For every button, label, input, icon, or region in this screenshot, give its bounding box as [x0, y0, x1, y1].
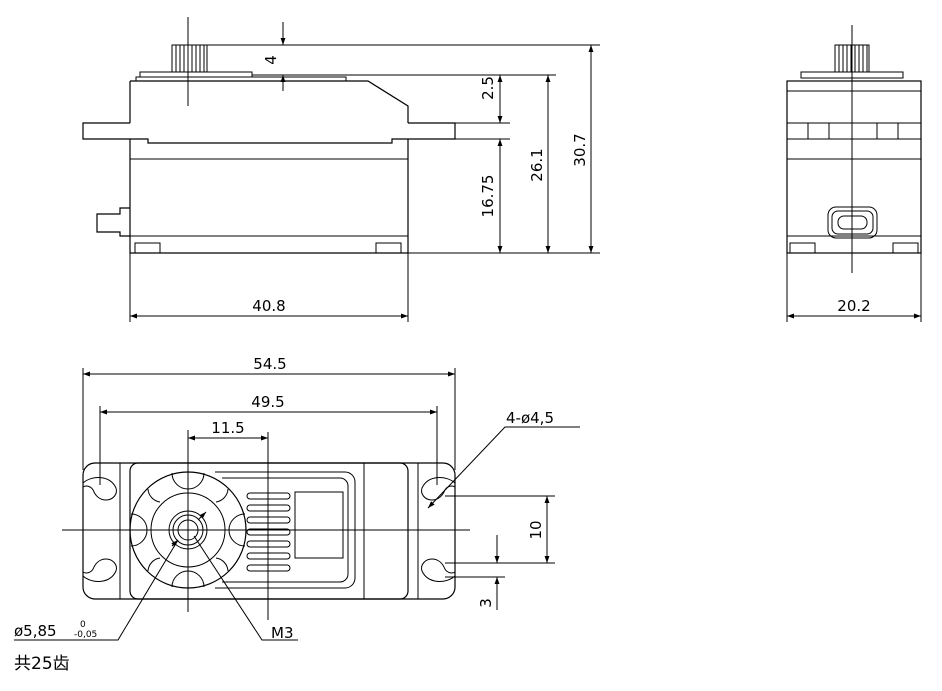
mounting-flange — [82, 122, 456, 144]
dim-holes: 4-ø4,5 — [506, 409, 554, 427]
top-view: 54.5 49.5 11.5 4-ø4,5 10 3 ø5,85 0 -0,05… — [14, 355, 580, 674]
flange-outline — [82, 462, 456, 600]
dim-mount-to-base: 16.75 — [479, 175, 497, 218]
main-case — [129, 139, 409, 254]
mount-hole-left-top — [82, 477, 117, 501]
mount-hole-right-bottom — [421, 558, 456, 582]
dim-spline-tol-lower: -0,05 — [74, 630, 97, 640]
top-case — [129, 80, 409, 123]
dim-shaft-offset: 11.5 — [211, 419, 244, 437]
output-spline — [139, 44, 253, 78]
label-area — [294, 491, 344, 559]
dim-shaft-height: 4 — [262, 55, 280, 65]
dim-thread: M3 — [271, 624, 294, 642]
dim-top-offset: 2.5 — [479, 76, 497, 100]
dim-side-width: 20.2 — [837, 297, 870, 315]
dim-body-length: 40.8 — [252, 297, 285, 315]
front-view: 4 2.5 16.75 26.1 30.7 40.8 — [82, 17, 600, 322]
side-view: 20.2 — [786, 25, 922, 322]
dim-overall-length: 54.5 — [253, 355, 286, 373]
dim-hole-slot-offset: 3 — [477, 598, 495, 608]
teeth-note: 共25齿 — [14, 654, 70, 674]
mount-hole-left-bottom — [82, 558, 117, 582]
dim-spline-diameter: ø5,85 — [14, 622, 57, 640]
dim-spline-tol-upper: 0 — [80, 620, 86, 630]
cable-gland — [96, 207, 130, 237]
dim-hole-vertical-spacing: 10 — [527, 520, 545, 539]
dim-body-height: 26.1 — [528, 148, 546, 181]
dim-hole-spacing: 49.5 — [251, 393, 284, 411]
dim-total-height: 30.7 — [571, 133, 589, 166]
